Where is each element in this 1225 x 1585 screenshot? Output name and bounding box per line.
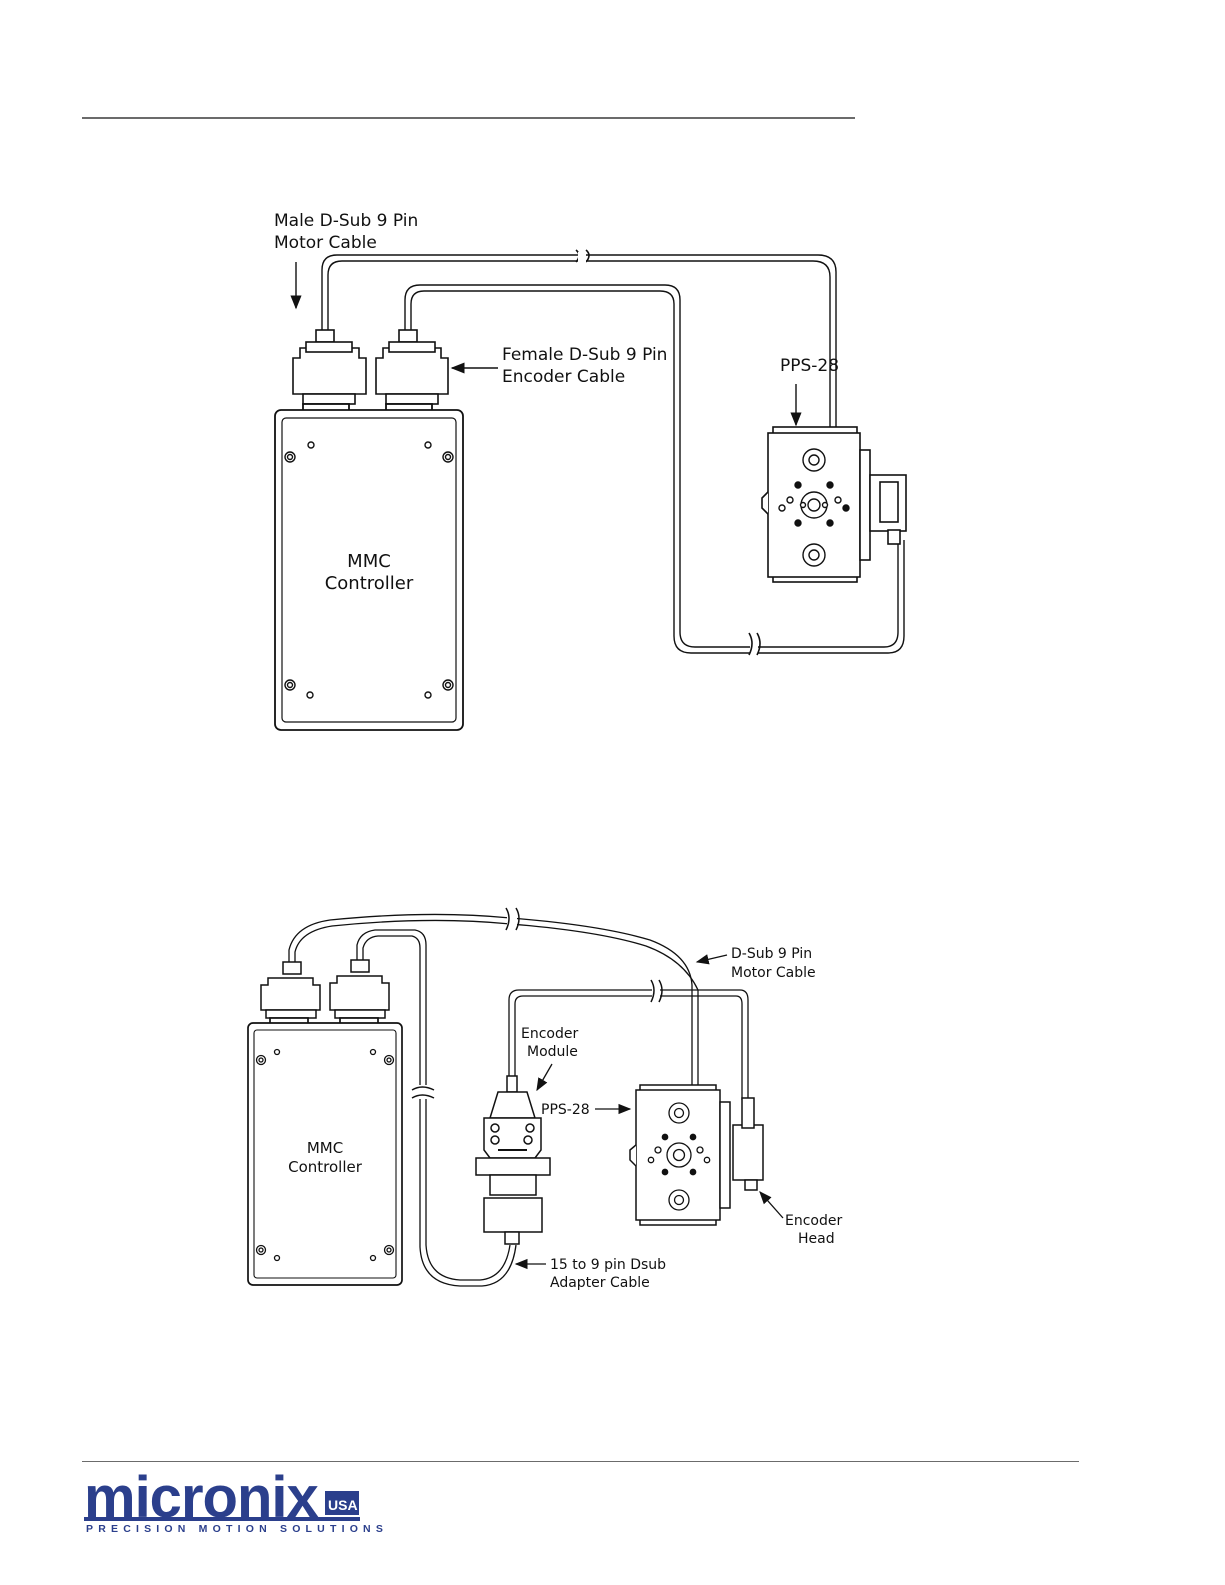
encoder-module-label-line2: Module	[527, 1044, 578, 1060]
motor-connector-2	[261, 962, 320, 1018]
motor-cable-label-2-line1: D-Sub 9 Pin	[731, 946, 812, 962]
encoder-cable-label-1-line1: Female D-Sub 9 Pin	[502, 345, 667, 365]
micronix-logo: micronix USA PRECISION MOTION SOLUTIONS	[84, 1465, 388, 1535]
stage-label-1: PPS-28	[780, 356, 839, 376]
controller-label-2-line2: Controller	[288, 1158, 363, 1176]
encoder-connector-2	[330, 960, 389, 1018]
controller-label-1-line1: MMC	[347, 551, 391, 572]
encoder-connector-1	[376, 330, 448, 404]
motor-connector-1	[293, 330, 366, 404]
stage-label-2: PPS-28	[541, 1102, 590, 1118]
controller-label-1-line2: Controller	[325, 573, 414, 594]
motor-cable-label-1-line1: Male D-Sub 9 Pin	[274, 211, 418, 231]
encoder-head-label-line1: Encoder	[785, 1213, 842, 1229]
controller-label-2-line1: MMC	[307, 1139, 343, 1157]
diagram-1: MMC Controller Male D-Sub 9	[274, 211, 906, 730]
motor-cable-label-1-line2: Motor Cable	[274, 233, 377, 253]
encoder-cable-label-1-line2: Encoder Cable	[502, 367, 625, 387]
adapter-cable-label-line2: Adapter Cable	[550, 1275, 650, 1291]
diagram-2: MMC Controller	[248, 908, 842, 1291]
pps-28-stage-2	[630, 1085, 763, 1225]
encoder-module-2	[476, 1076, 550, 1244]
pps-28-stage-1	[762, 427, 906, 582]
logo-usa: USA	[328, 1497, 358, 1513]
logo-tagline: PRECISION MOTION SOLUTIONS	[86, 1523, 388, 1535]
motor-cable-label-2-line2: Motor Cable	[731, 965, 816, 981]
encoder-head-label-line2: Head	[798, 1231, 835, 1247]
adapter-cable-label-line1: 15 to 9 pin Dsub	[550, 1257, 666, 1273]
encoder-module-label-line1: Encoder	[521, 1026, 578, 1042]
